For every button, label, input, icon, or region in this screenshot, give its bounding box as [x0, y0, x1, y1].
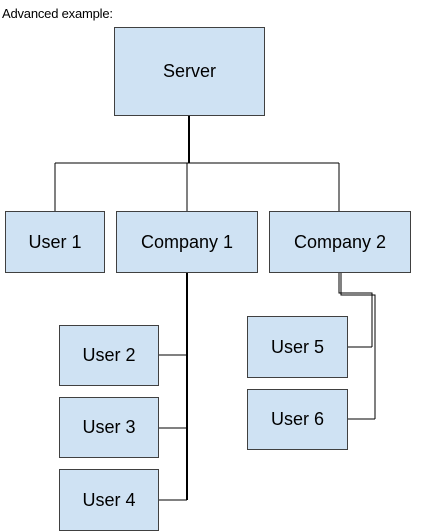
user6-node[interactable]: User 6	[247, 389, 348, 450]
user1-node[interactable]: User 1	[5, 211, 105, 273]
company1-node[interactable]: Company 1	[116, 211, 258, 273]
server-node[interactable]: Server	[114, 27, 265, 116]
user2-node[interactable]: User 2	[59, 325, 159, 386]
user4-node[interactable]: User 4	[59, 469, 159, 531]
user5-node[interactable]: User 5	[247, 316, 348, 378]
company2-node[interactable]: Company 2	[269, 211, 411, 273]
diagram-caption: Advanced example:	[2, 6, 113, 21]
user3-node[interactable]: User 3	[59, 397, 159, 458]
